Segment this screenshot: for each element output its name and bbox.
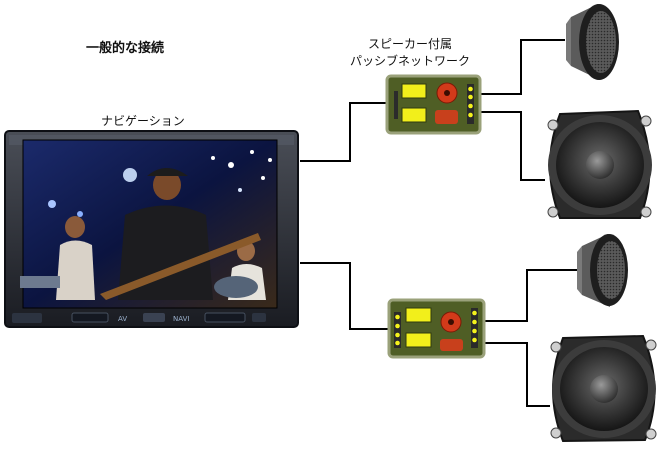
crossover-board-icon-top [385,74,482,135]
woofer-icon-bottom [550,334,657,443]
wire-crossover-top-to-woofer [480,111,545,181]
wire-nav-to-crossover-top [300,102,387,162]
av-button-label: AV [118,315,127,323]
tweeter-icon-top [566,4,619,80]
crossover-label: スピーカー付属 パッシブネットワーク [350,36,470,70]
diagram-title: 一般的な接続 [86,41,165,56]
crossover-board-icon-bottom [387,298,486,359]
wires [300,39,577,407]
wire-crossover-top-to-tweeter [480,39,565,95]
wire-crossover-bottom-to-tweeter [484,269,577,322]
navigation-unit-icon: AV NAVI [4,130,299,328]
tweeter-icon-bottom [577,234,628,307]
navigation-label: ナビゲーション [101,114,185,128]
woofer-icon-top [547,109,652,219]
crossover-label-line2: パッシブネットワーク [350,54,471,68]
wire-nav-to-crossover-bottom [300,262,389,330]
crossover-label-line1: スピーカー付属 [368,37,453,51]
wire-crossover-bottom-to-woofer [484,342,550,407]
navi-button-label: NAVI [173,315,189,323]
